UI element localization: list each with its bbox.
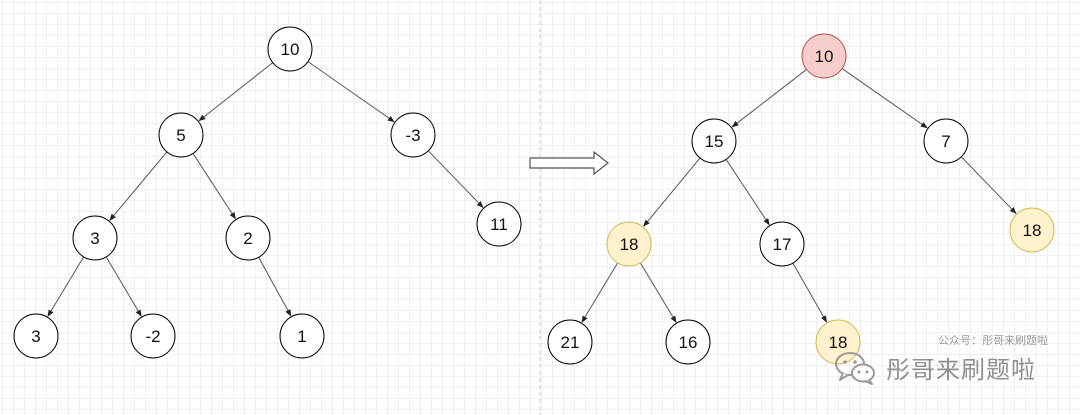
left-tree-node-label: 2 (243, 229, 252, 248)
left-tree-node: -2 (130, 313, 176, 359)
right-tree-node: 18 (606, 221, 652, 267)
left-tree-edge (192, 153, 236, 220)
left-tree-node: 5 (158, 112, 204, 158)
left-tree-node-circle (225, 215, 271, 261)
left-tree-node: 1 (279, 313, 325, 359)
left-tree-node: 3 (13, 313, 59, 359)
right-tree-node: 16 (665, 319, 711, 365)
right-tree-node-label: 16 (679, 333, 698, 352)
left-tree-edge (258, 257, 292, 317)
right-tree-node-circle (606, 221, 652, 267)
left-tree-edge (47, 256, 85, 317)
left-tree-node-label: 3 (31, 327, 40, 346)
left-tree-edge (307, 61, 395, 123)
left-tree-node-circle (390, 112, 436, 158)
left-tree-node-label: 3 (90, 229, 99, 248)
right-tree-edge (841, 68, 928, 129)
left-tree-node: 10 (267, 26, 313, 72)
right-tree-node-circle (801, 33, 847, 79)
left-tree-node-circle (158, 112, 204, 158)
left-tree-edge (427, 150, 484, 208)
left-tree-node: 11 (476, 201, 522, 247)
right-tree-node-label: 15 (705, 132, 724, 151)
right-tree-node-circle (547, 319, 593, 365)
left-tree-edge (105, 256, 142, 317)
left-tree-node: -3 (390, 112, 436, 158)
left-tree-node-circle (130, 313, 176, 359)
left-tree-node-circle (267, 26, 313, 72)
right-tree-node-label: 7 (941, 132, 950, 151)
left-tree-edge (109, 151, 168, 221)
nodes-layer: 10 5 -3 3 2 11 3 -2 1 10 15 7 18 17 18 21 16 18 (13, 26, 1055, 365)
watermark-subtitle: 公众号：彤哥来刷题啦 (938, 334, 1048, 347)
left-tree-node-circle (476, 201, 522, 247)
right-tree-edge (960, 156, 1017, 214)
right-tree-node: 18 (1009, 207, 1055, 253)
right-tree-edge (581, 262, 619, 323)
right-tree-node-circle (691, 118, 737, 164)
left-tree-node-label: 10 (281, 40, 300, 59)
left-tree-node-label: -2 (145, 327, 160, 346)
right-tree-edge (731, 69, 807, 128)
right-tree-node: 10 (801, 33, 847, 79)
left-tree-node-label: 1 (297, 327, 306, 346)
left-tree-node: 3 (72, 215, 118, 261)
right-tree-node: 15 (691, 118, 737, 164)
right-tree-node-label: 18 (1023, 221, 1042, 240)
right-tree-node-circle (759, 221, 805, 267)
right-tree-node-label: 10 (815, 47, 834, 66)
right-tree-edge (643, 157, 701, 227)
left-tree-node-label: 5 (176, 126, 185, 145)
right-tree-node-label: 18 (620, 235, 639, 254)
right-tree-edge (792, 262, 828, 323)
transform-arrow-icon (529, 150, 609, 176)
right-tree-node-circle (665, 319, 711, 365)
right-tree-node-circle (923, 118, 969, 164)
right-tree-node: 21 (547, 319, 593, 365)
edges-layer (47, 61, 1017, 323)
right-tree-node: 17 (759, 221, 805, 267)
right-tree-node-circle (1009, 207, 1055, 253)
left-tree-node: 2 (225, 215, 271, 261)
left-tree-node-circle (279, 313, 325, 359)
left-tree-node-circle (72, 215, 118, 261)
right-tree-node-label: 18 (829, 333, 848, 352)
right-tree-node-label: 21 (561, 333, 580, 352)
left-tree-node-label: -3 (405, 126, 420, 145)
wechat-icon (835, 352, 875, 385)
right-tree-node: 7 (923, 118, 969, 164)
watermark: 公众号：彤哥来刷题啦 彤哥来刷题啦 (834, 332, 1048, 385)
watermark-title: 彤哥来刷题啦 (886, 356, 1036, 384)
left-tree-edge (198, 62, 274, 122)
right-tree-node-label: 17 (773, 235, 792, 254)
left-tree-node-circle (13, 313, 59, 359)
right-tree-edge (639, 262, 677, 323)
right-tree-edge (725, 159, 770, 226)
left-tree-node-label: 11 (490, 215, 508, 234)
